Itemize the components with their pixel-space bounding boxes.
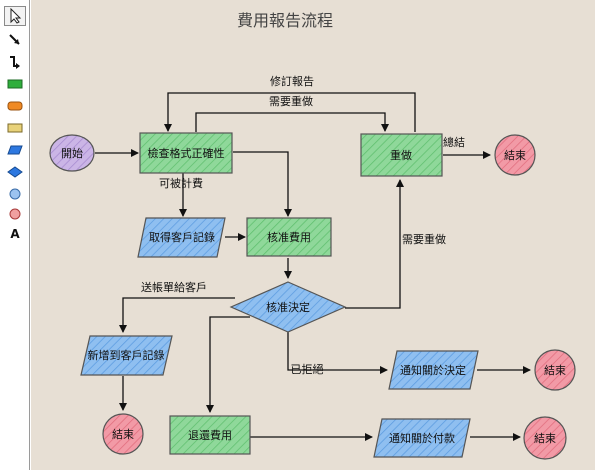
node-get-record[interactable]: 取得客戶記錄 — [137, 217, 226, 258]
node-approve-expense[interactable]: 核准費用 — [246, 217, 332, 257]
add-record-shape — [80, 335, 173, 376]
diagram-canvas[interactable]: 費用報告流程 修訂報告 需要重做 可被計費 總結 需要重做 送帳單給客戶 已拒絕… — [31, 0, 595, 470]
node-check-format[interactable]: 檢查格式正確性 — [139, 132, 233, 174]
node-end-top-label: 結束 — [504, 148, 526, 162]
elbow-connector-tool[interactable] — [4, 52, 26, 72]
reimburse-shape — [169, 415, 251, 455]
decision-shape — [229, 281, 347, 333]
blue-parallelogram-icon — [7, 145, 23, 155]
connector-decision-to-notify[interactable] — [287, 332, 388, 374]
blue-diamond-icon — [7, 166, 23, 178]
orange-rounded-rectangle-icon — [7, 101, 23, 111]
notify-decision-shape — [388, 350, 479, 390]
node-end-top[interactable]: 結束 — [494, 134, 536, 176]
blue-circle-icon — [9, 188, 21, 200]
arrow-connector-tool[interactable] — [4, 30, 26, 50]
approve-expense-shape — [246, 217, 332, 257]
yellow-rectangle-tool[interactable] — [4, 118, 26, 138]
diagram-title: 費用報告流程 — [237, 11, 333, 30]
edge-label-billable: 可被計費 — [159, 176, 203, 190]
node-end-mid[interactable]: 結束 — [534, 349, 576, 391]
arrow-line-icon — [9, 34, 20, 45]
connector-decision-to-reimburse[interactable] — [206, 316, 250, 413]
node-end-bottom[interactable]: 結束 — [523, 416, 567, 460]
node-reimburse[interactable]: 退還費用 — [169, 415, 251, 455]
node-start[interactable]: 開始 — [49, 134, 95, 172]
end-top-shape — [494, 134, 536, 176]
edge-label-rejected: 已拒絕 — [291, 363, 324, 376]
pointer-icon — [10, 8, 22, 24]
text-tool[interactable]: A — [4, 224, 26, 244]
start-shape — [49, 134, 95, 172]
yellow-rectangle-icon — [7, 123, 23, 133]
notify-payment-shape — [373, 418, 471, 458]
node-redo[interactable]: 重做 — [360, 133, 443, 177]
node-approve-expense-label: 核准費用 — [267, 230, 311, 244]
edge-label-conclude: 總結 — [443, 135, 465, 149]
connector-redo-to-check[interactable] — [164, 92, 416, 132]
node-add-record-label: 新增到客戶記錄 — [88, 348, 165, 362]
green-rectangle-tool[interactable] — [4, 74, 26, 94]
flowchart-svg: 費用報告流程 修訂報告 需要重做 可被計費 總結 需要重做 送帳單給客戶 已拒絕… — [31, 0, 595, 470]
check-format-shape — [139, 132, 233, 174]
connector-check-to-redo[interactable] — [195, 112, 389, 132]
redo-shape — [360, 133, 443, 177]
pointer-tool[interactable] — [4, 6, 26, 26]
node-notify-decision-label: 通知關於決定 — [400, 363, 466, 377]
node-end-bottom-label: 結束 — [534, 431, 556, 445]
red-circle-icon — [9, 208, 21, 220]
edge-label-revise-report: 修訂報告 — [270, 74, 314, 88]
orange-rounded-rectangle-tool[interactable] — [4, 96, 26, 116]
node-decision[interactable]: 核准決定 — [229, 281, 347, 333]
node-add-record[interactable]: 新增到客戶記錄 — [80, 335, 173, 376]
blue-parallelogram-tool[interactable] — [4, 140, 26, 160]
node-end-mid-label: 結束 — [544, 363, 566, 377]
connector-decision-to-add-record[interactable] — [119, 297, 235, 333]
node-notify-payment-label: 通知關於付款 — [389, 431, 455, 445]
node-end-left-label: 結束 — [112, 427, 134, 441]
end-left-shape — [102, 413, 144, 455]
node-decision-label: 核准決定 — [266, 300, 310, 314]
node-notify-payment[interactable]: 通知關於付款 — [373, 418, 471, 458]
node-end-left[interactable]: 結束 — [102, 413, 144, 455]
edge-label-needs-redo-top: 需要重做 — [269, 94, 313, 108]
edge-label-needs-redo-right: 需要重做 — [402, 232, 446, 246]
node-reimburse-label: 退還費用 — [188, 428, 232, 442]
connectors — [95, 92, 531, 441]
connector-decision-to-redo[interactable] — [345, 179, 404, 309]
node-start-label: 開始 — [61, 146, 83, 160]
elbow-connector-icon — [10, 56, 20, 69]
blue-diamond-tool[interactable] — [4, 162, 26, 182]
end-mid-shape — [534, 349, 576, 391]
get-record-shape — [137, 217, 226, 258]
green-rectangle-icon — [7, 79, 23, 89]
node-redo-label: 重做 — [390, 148, 412, 162]
node-notify-decision[interactable]: 通知關於決定 — [388, 350, 479, 390]
check-format-text-box: 檢查格式正確性 — [147, 146, 225, 160]
red-circle-tool[interactable] — [4, 204, 26, 224]
text-tool-glyph: A — [10, 227, 20, 241]
connector-check-to-approve[interactable] — [233, 151, 292, 217]
blue-circle-tool[interactable] — [4, 184, 26, 204]
edge-label-send-bill: 送帳單給客戶 — [141, 280, 207, 294]
shape-toolbar: A — [0, 0, 30, 470]
node-check-format-label: 檢查格式正確性 — [147, 146, 225, 160]
end-bottom-shape — [523, 416, 567, 460]
node-get-record-label: 取得客戶記錄 — [149, 230, 215, 244]
